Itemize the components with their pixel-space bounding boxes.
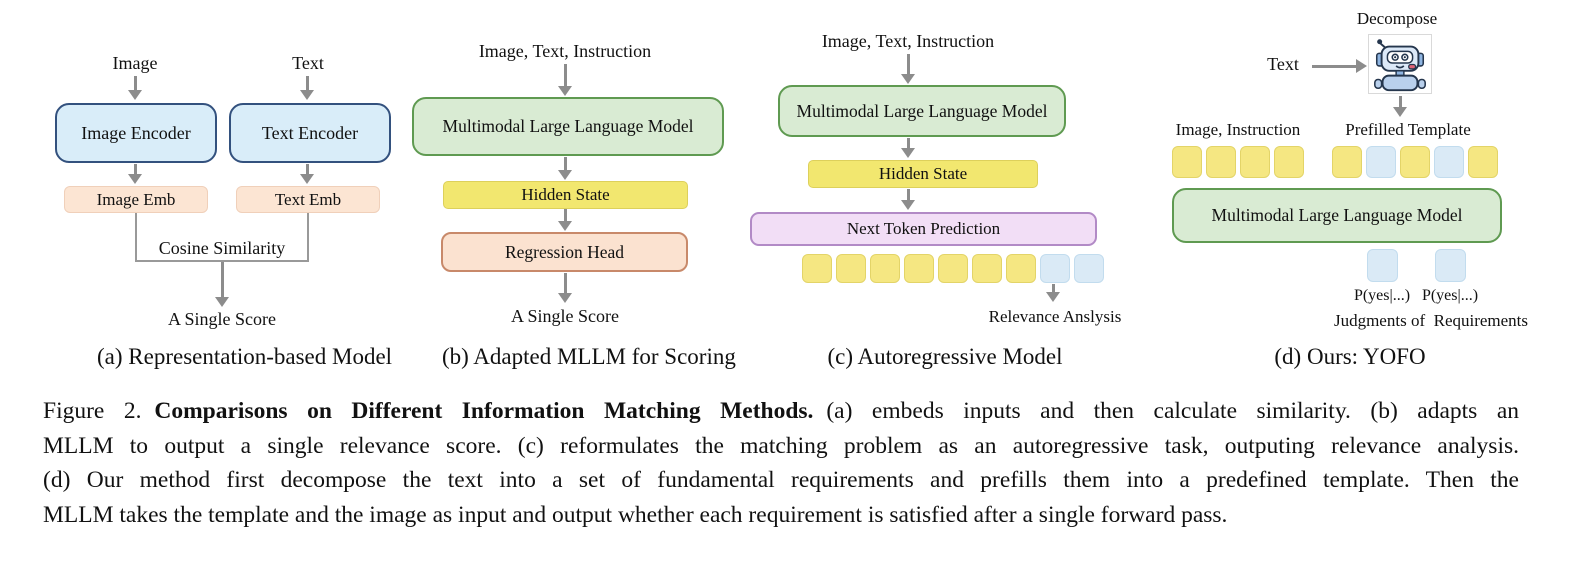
text-emb-box: Text Emb (236, 186, 380, 213)
yellow-token (836, 254, 866, 283)
blue-token (1040, 254, 1070, 283)
judgments-label: Judgments of Requirements (1333, 311, 1529, 330)
subcaption-d: (d) Ours: YOFO (1274, 344, 1426, 369)
arrow-down (301, 164, 313, 184)
panel-b-hidden-state-box: Hidden State (443, 181, 688, 209)
panel-d-mllm-box: Multimodal Large Language Model (1172, 188, 1502, 243)
subcaption-a: (a) Representation-based Model (97, 344, 393, 369)
connector-line (307, 213, 309, 262)
arrow-down (559, 209, 571, 231)
panel-b-output-label: A Single Score (511, 306, 619, 326)
connector-line (135, 213, 137, 262)
image-encoder-box: Image Encoder (55, 103, 217, 163)
panel-a-input-text-label: Text (292, 53, 324, 73)
panel-a-input-image-label: Image (112, 53, 158, 73)
caption-figure-number: Figure 2. (43, 398, 142, 424)
arrow-down (216, 262, 228, 307)
subcaption-c: (c) Autoregressive Model (827, 344, 1063, 369)
robot-assistant-icon (1368, 34, 1432, 94)
cosine-similarity-label: Cosine Similarity (158, 238, 286, 258)
arrow-down (902, 138, 914, 158)
blue-token (1074, 254, 1104, 283)
caption-line-4: MLLM takes the template and the image as… (43, 501, 1228, 528)
decompose-label: Decompose (1356, 9, 1438, 28)
p-yes-label-1: P(yes|...) (1353, 287, 1411, 304)
regression-head-box: Regression Head (441, 232, 688, 272)
panel-c-hidden-state-box: Hidden State (808, 160, 1038, 188)
arrow-down (902, 54, 914, 84)
caption-bold-title: Comparisons on Different Information Mat… (154, 398, 814, 424)
arrow-down (129, 76, 141, 100)
arrow-down (301, 76, 313, 100)
panel-c-output-label: Relevance Anslysis (988, 307, 1122, 326)
arrow-down (1047, 284, 1059, 302)
yellow-token (1274, 146, 1304, 178)
arrow-down (559, 64, 571, 96)
robot-icon-svg (1374, 39, 1426, 92)
yellow-token (1332, 146, 1362, 178)
subcaption-b: (b) Adapted MLLM for Scoring (442, 344, 736, 369)
caption-line-1: Figure 2. Comparisons on Different Inform… (43, 394, 1519, 429)
yellow-token (870, 254, 900, 283)
yellow-token (938, 254, 968, 283)
panel-b-mllm-box: Multimodal Large Language Model (412, 97, 724, 156)
panel-a-output-label: A Single Score (168, 309, 276, 329)
caption-line-3: (d) Our method first decompose the text … (43, 467, 1519, 493)
yellow-token (1206, 146, 1236, 178)
yellow-token (802, 254, 832, 283)
image-instruction-label: Image, Instruction (1175, 120, 1301, 139)
arrow-down (129, 164, 141, 184)
arrow-right (1312, 60, 1367, 72)
blue-output-token (1435, 249, 1466, 282)
yellow-token (1006, 254, 1036, 283)
arrow-down (1394, 96, 1406, 117)
panel-d-right-token-row (1332, 146, 1498, 178)
prefilled-template-label: Prefilled Template (1345, 120, 1471, 139)
arrow-down (902, 189, 914, 210)
yellow-token (1468, 146, 1498, 178)
yellow-token (904, 254, 934, 283)
next-token-prediction-box: Next Token Prediction (750, 212, 1097, 246)
caption-line-2: MLLM to output a single relevance score.… (43, 432, 1519, 459)
panel-d-left-token-row (1172, 146, 1304, 178)
arrow-down (559, 157, 571, 180)
connector-line (135, 260, 309, 262)
figure-caption: Figure 2. Comparisons on Different Inform… (43, 394, 1519, 532)
yellow-token (1240, 146, 1270, 178)
blue-output-token (1367, 249, 1398, 282)
panel-c-input-label: Image, Text, Instruction (821, 31, 995, 51)
blue-token (1366, 146, 1396, 178)
p-yes-label-2: P(yes|...) (1421, 287, 1479, 304)
panel-c-mllm-box: Multimodal Large Language Model (778, 85, 1066, 137)
yellow-token (1400, 146, 1430, 178)
panel-d-text-label: Text (1267, 54, 1299, 74)
yellow-token (1172, 146, 1202, 178)
yellow-token (972, 254, 1002, 283)
image-emb-box: Image Emb (64, 186, 208, 213)
panel-b-input-label: Image, Text, Instruction (478, 41, 652, 61)
arrow-down (559, 273, 571, 303)
caption-line-1-rest: (a) embeds inputs and then calculate sim… (826, 398, 1519, 424)
panel-c-token-row (802, 254, 1104, 283)
text-encoder-box: Text Encoder (229, 103, 391, 163)
blue-token (1434, 146, 1464, 178)
